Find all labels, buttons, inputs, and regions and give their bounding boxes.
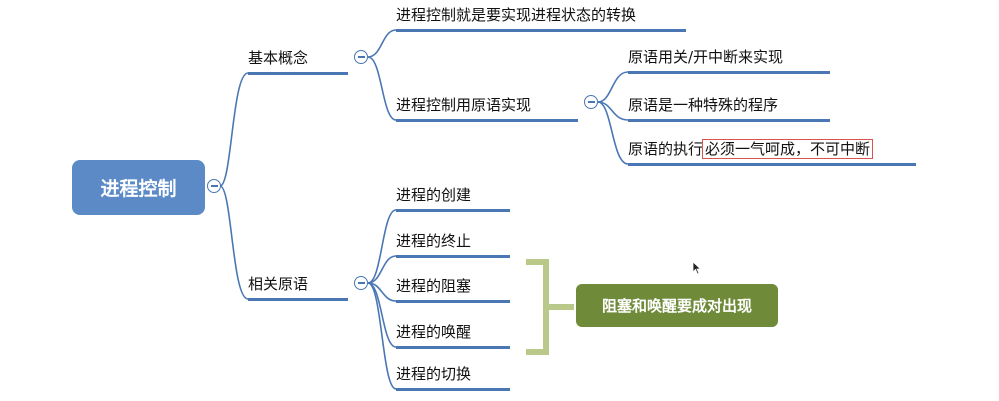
callout-pairing[interactable]: 阻塞和唤醒要成对出现 [576,284,778,327]
node-create[interactable]: 进程的创建 [396,186,510,212]
collapse-icon[interactable] [354,50,368,64]
node-switch[interactable]: 进程的切换 [396,365,510,391]
root-node[interactable]: 进程控制 [72,160,205,215]
node-interrupt[interactable]: 原语用关/开中断来实现 [628,48,830,74]
node-terminate[interactable]: 进程的终止 [396,232,510,258]
branch-related-primitives[interactable]: 相关原语 [248,275,348,301]
atomic-prefix: 原语的执行 [628,140,704,158]
group-bracket [526,259,574,355]
node-special-program[interactable]: 原语是一种特殊的程序 [628,96,830,122]
highlighted-text: 必须一气呵成，不可中断 [702,139,874,159]
node-wakeup[interactable]: 进程的唤醒 [396,323,510,349]
node-primitive-impl[interactable]: 进程控制用原语实现 [396,96,578,122]
node-block[interactable]: 进程的阻塞 [396,277,510,303]
collapse-icon[interactable] [207,179,221,193]
mouse-cursor-icon [692,261,702,275]
node-atomic-execution[interactable]: 原语的执行必须一气呵成，不可中断 [628,139,916,166]
branch-basic-concept[interactable]: 基本概念 [248,49,348,75]
node-state-transition[interactable]: 进程控制就是要实现进程状态的转换 [396,6,686,32]
collapse-icon[interactable] [584,95,598,109]
collapse-icon[interactable] [354,276,368,290]
